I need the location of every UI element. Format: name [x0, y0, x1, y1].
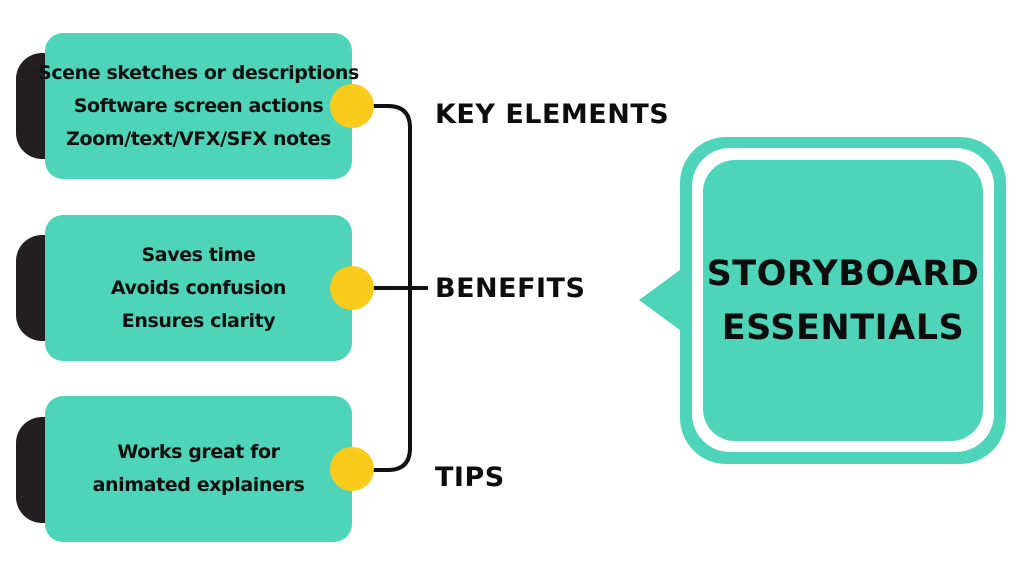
title-box: STORYBOARD ESSENTIALS [703, 160, 983, 441]
tip-item: animated explainers [92, 474, 305, 496]
connector-dot-key-elements [330, 84, 374, 128]
title-pointer [639, 267, 684, 333]
benefit-item: Ensures clarity [121, 309, 276, 332]
title-line-2: ESSENTIALS [721, 307, 965, 348]
benefit-item: Saves time [141, 243, 256, 266]
label-key-elements: KEY ELEMENTS [435, 99, 670, 130]
benefit-item: Avoids confusion [110, 276, 287, 299]
key-element-item: Software screen actions [73, 94, 324, 117]
card-benefits: Saves time Avoids confusion Ensures clar… [45, 215, 352, 361]
key-element-item: Scene sketches or descriptions [38, 61, 359, 84]
title-line-1: STORYBOARD [706, 253, 980, 294]
key-element-item: Zoom/text/VFX/SFX notes [66, 127, 331, 150]
label-tips: TIPS [435, 462, 505, 493]
connector-dot-tips [330, 447, 374, 491]
label-benefits: BENEFITS [435, 273, 586, 304]
tip-item: Works great for [117, 441, 280, 463]
card-key-elements: Scene sketches or descriptions Software … [38, 33, 359, 179]
connector-dot-benefits [330, 266, 374, 310]
card-tips: Works great for animated explainers [45, 396, 352, 542]
